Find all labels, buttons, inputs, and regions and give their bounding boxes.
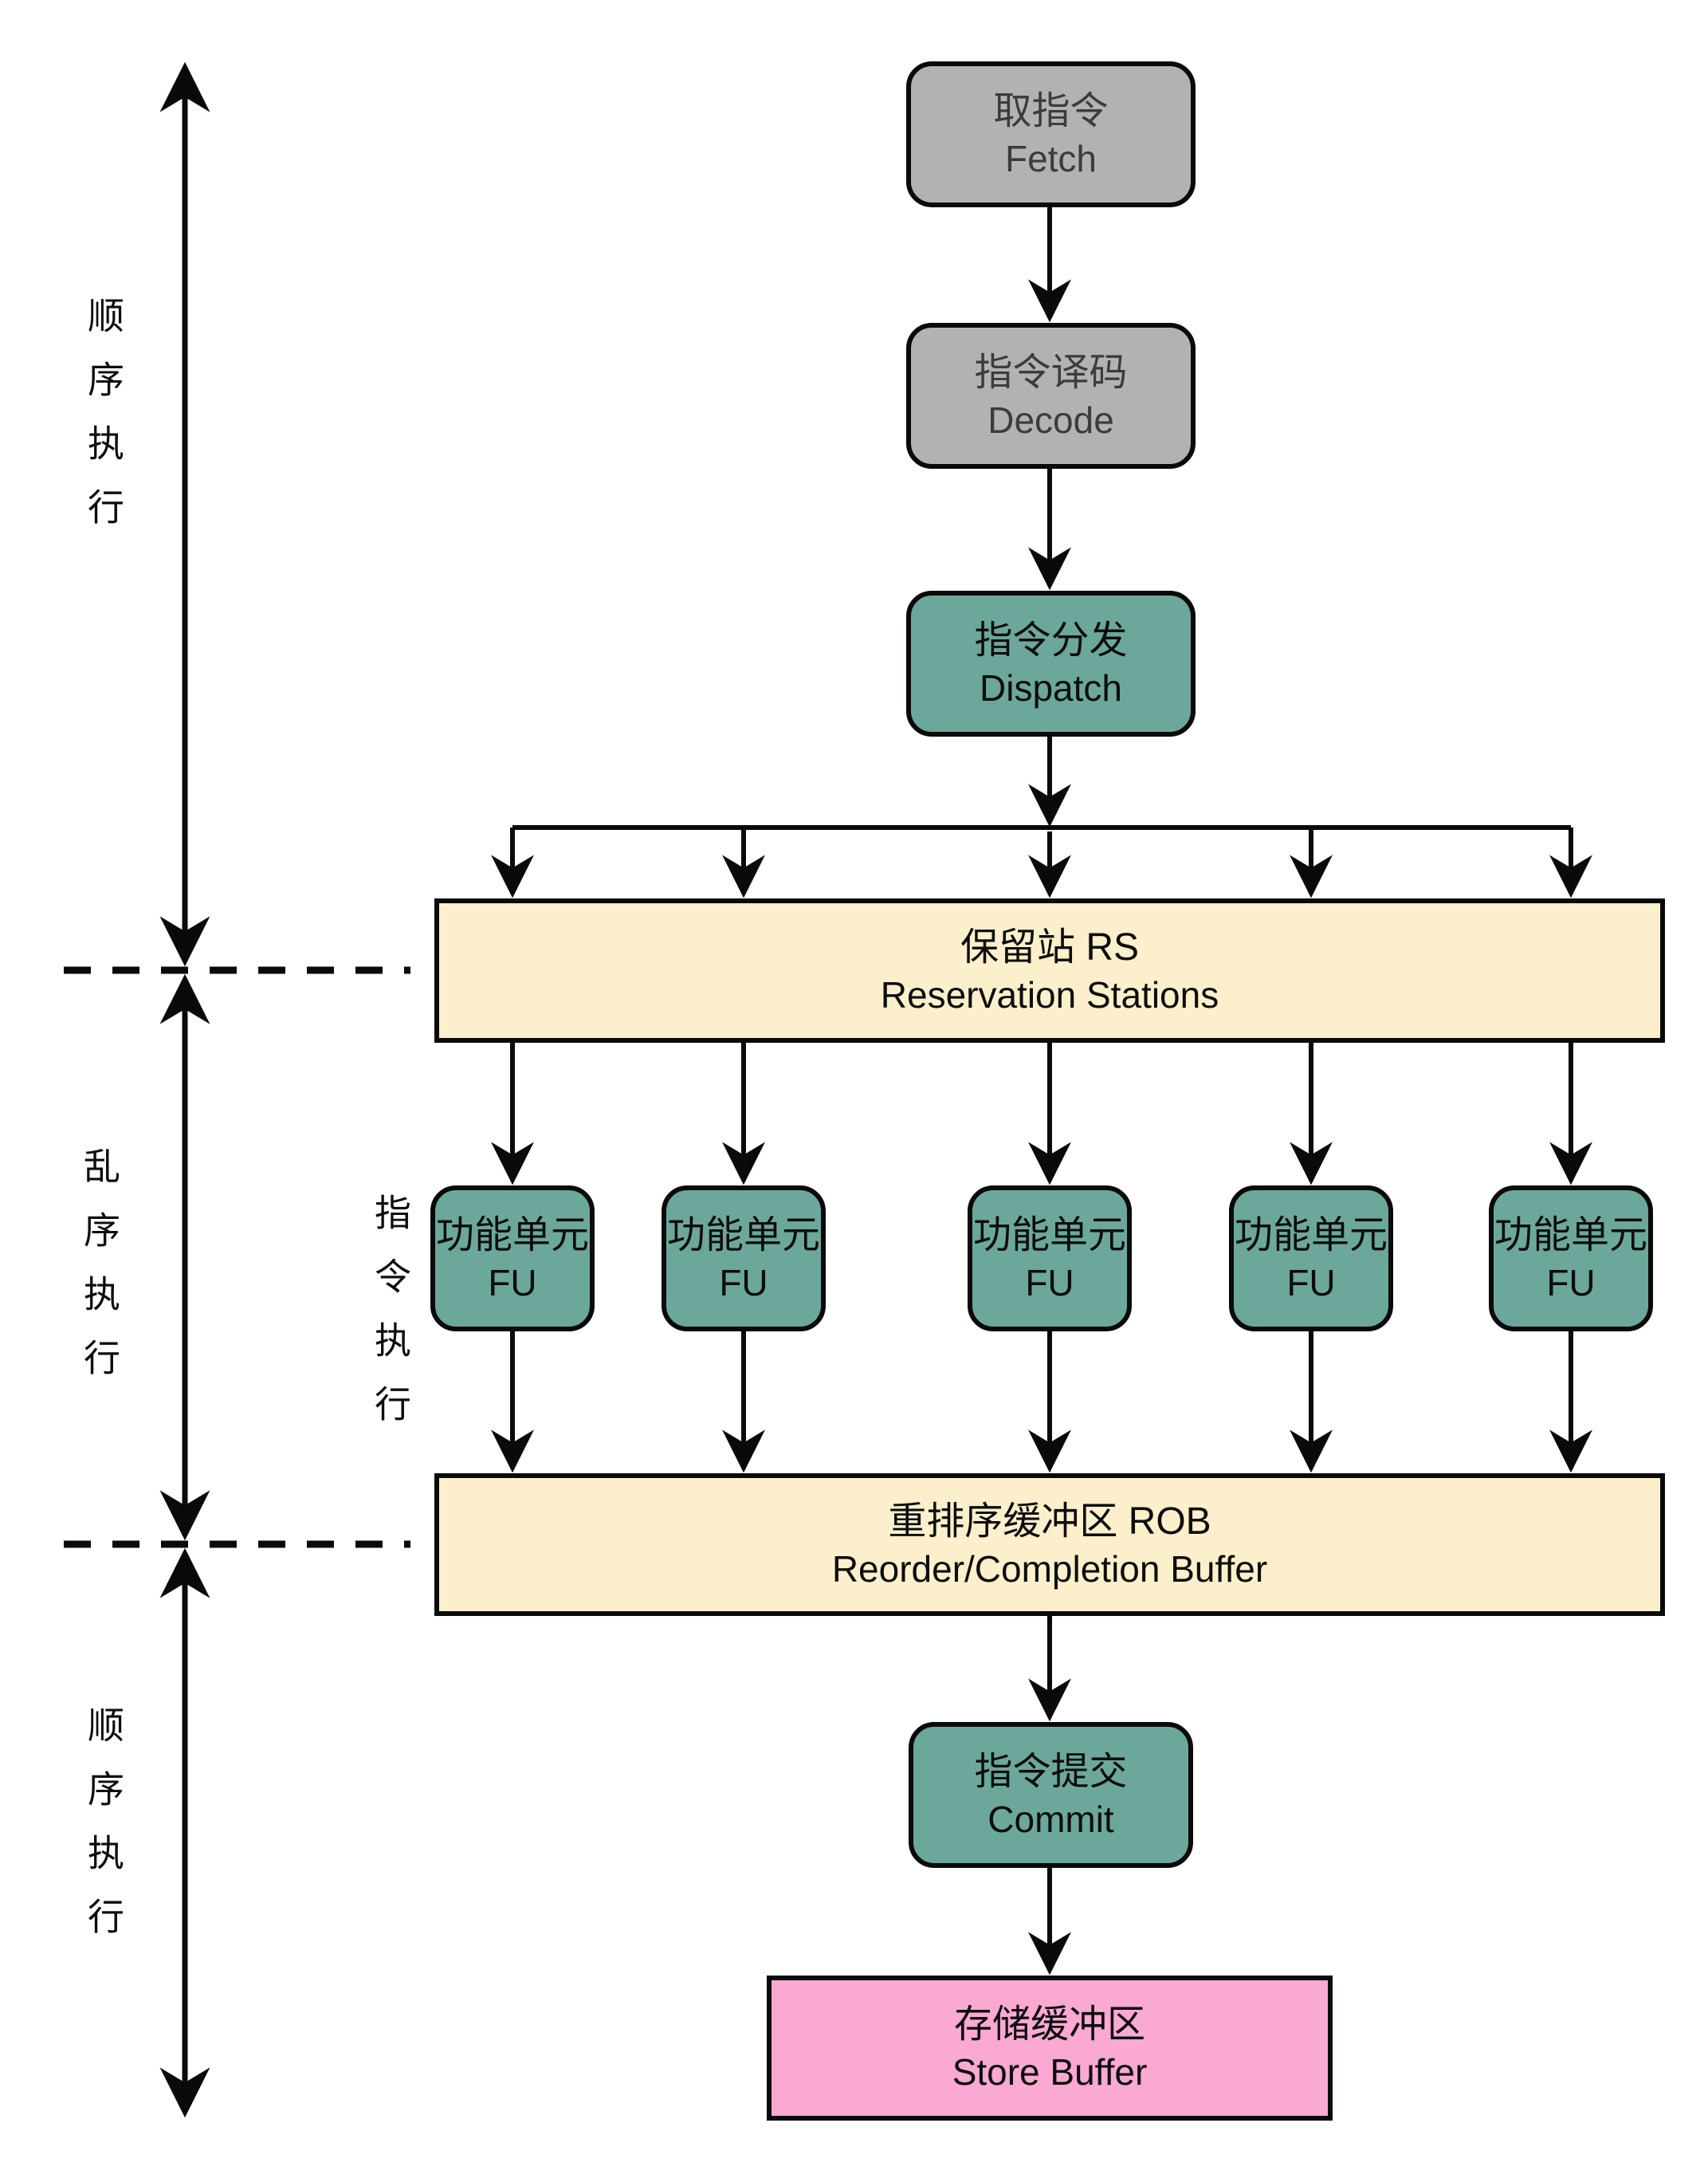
rob-label-en: Reorder/Completion Buffer [831,1547,1268,1590]
store-label-zh: 存储缓冲区 [953,2003,1145,2046]
node-decode: 指令译码 Decode [906,323,1196,469]
fu-label-zh: 功能单元 [1494,1213,1647,1256]
side-label-in-order-bottom: 顺序执行 [83,1706,124,1961]
stage-connectors [491,207,1592,1976]
fetch-label-en: Fetch [1004,137,1097,179]
decode-label-en: Decode [987,399,1114,441]
node-store-buffer: 存储缓冲区 Store Buffer [767,1976,1333,2121]
node-functional-unit-1: 功能单元 FU [430,1185,595,1331]
fu-label-en: FU [488,1261,537,1303]
phase-dividers [64,966,410,1548]
node-dispatch: 指令分发 Dispatch [906,591,1196,737]
store-label-en: Store Buffer [952,2051,1148,2093]
side-label-out-of-order: 乱序执行 [79,1147,120,1402]
node-functional-unit-2: 功能单元 FU [662,1185,826,1331]
fu-label-en: FU [1025,1261,1074,1303]
fu-label-zh: 功能单元 [972,1213,1126,1256]
dispatch-label-zh: 指令分发 [974,619,1128,662]
rob-label-zh: 重排序缓冲区 ROB [888,1500,1211,1543]
node-functional-unit-4: 功能单元 FU [1229,1185,1393,1331]
dispatch-label-en: Dispatch [980,666,1122,709]
fu-label-en: FU [1286,1261,1336,1303]
rs-label-zh: 保留站 RS [960,926,1140,969]
node-reservation-stations: 保留站 RS Reservation Stations [434,898,1665,1043]
commit-label-zh: 指令提交 [974,1750,1128,1793]
rs-label-en: Reservation Stations [880,973,1219,1016]
node-commit: 指令提交 Commit [909,1722,1193,1868]
fu-label-zh: 功能单元 [435,1213,589,1256]
fu-label-zh: 功能单元 [1234,1213,1388,1256]
node-fetch: 取指令 Fetch [906,61,1196,207]
fetch-label-zh: 取指令 [993,89,1109,132]
fu-label-en: FU [719,1261,768,1303]
commit-label-en: Commit [987,1798,1114,1840]
node-functional-unit-3: 功能单元 FU [968,1185,1132,1331]
decode-label-zh: 指令译码 [974,351,1128,394]
fu-row-label: 指令执行 [370,1193,411,1449]
side-label-in-order-top: 顺序执行 [83,297,124,552]
node-functional-unit-5: 功能单元 FU [1489,1185,1653,1331]
fu-label-en: FU [1546,1261,1596,1303]
fu-label-zh: 功能单元 [666,1213,820,1256]
node-reorder-buffer: 重排序缓冲区 ROB Reorder/Completion Buffer [434,1473,1665,1616]
